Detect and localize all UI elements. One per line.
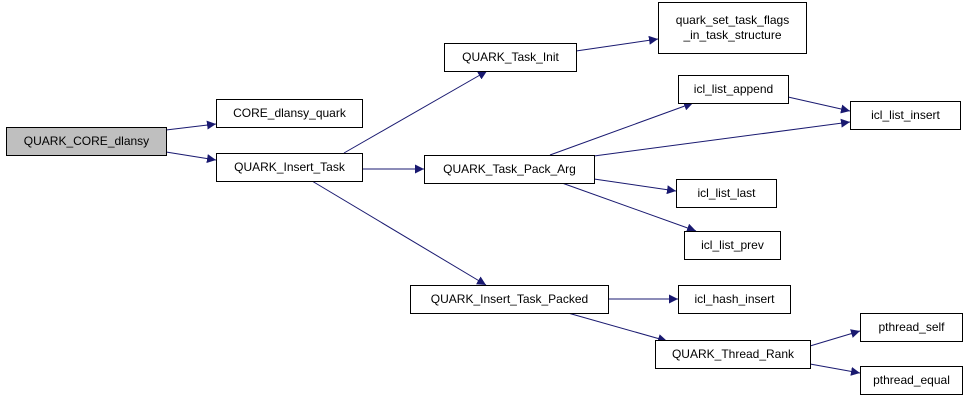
node-label: QUARK_Thread_Rank [672,347,795,361]
node-label: QUARK_Task_Init [462,50,559,64]
node-box [410,285,609,314]
edge-arrow [593,178,677,195]
node-box [216,153,363,182]
edge-quark_thread_rank-to-pthread_equal [809,363,861,376]
node-label: pthread_self [878,320,945,334]
node-core-dlansy-quark[interactable]: CORE_dlansy_quark [216,99,363,128]
edge-arrow [809,363,861,376]
edge-arrow [311,180,487,286]
node-box [6,127,167,156]
node-box [860,366,963,395]
edge-arrow [575,35,659,52]
node-box [676,179,777,208]
edge-arrow [165,120,217,131]
node-label: quark_set_task_flags [676,13,789,27]
node-icl-list-insert[interactable]: icl_list_insert [850,101,961,130]
node-quark-insert-task[interactable]: QUARK_Insert_Task [216,153,363,182]
edge-arrow [165,151,217,164]
node-label: _in_task_structure [682,28,781,42]
node-label: icl_list_append [694,82,773,96]
node-quark-task-pack-arg[interactable]: QUARK_Task_Pack_Arg [424,155,595,184]
node-box [658,2,807,54]
node-pthread-self[interactable]: pthread_self [860,313,963,342]
node-box [850,101,961,130]
edge-arrow [567,312,668,343]
node-label: icl_hash_insert [694,292,775,306]
edge-quark_task_pack_arg-to-icl_list_last [593,178,677,195]
edge-quark_task_init-to-quark_set_task_flags [575,35,659,52]
edge-arrow [809,329,861,347]
node-box [655,340,811,369]
edge-layer [165,35,861,376]
edge-icl_list_append-to-icl_list_insert [787,96,851,114]
edge-root-to-core_dlansy_quark [165,120,217,131]
node-label: QUARK_Task_Pack_Arg [443,162,576,176]
node-box [860,313,963,342]
edge-quark_thread_rank-to-pthread_self [809,329,861,347]
node-box [216,99,363,128]
edge-quark_task_pack_arg-to-icl_list_insert [593,118,851,157]
node-box [444,43,577,72]
node-root[interactable]: QUARK_CORE_dlansy [6,127,167,156]
edge-root-to-quark_insert_task [165,151,217,164]
edge-arrow [561,182,697,233]
node-quark-insert-task-packed[interactable]: QUARK_Insert_Task_Packed [410,285,609,314]
node-label: pthread_equal [873,373,950,387]
edge-quark_insert_task_packed-to-quark_thread_rank [567,312,668,343]
edge-arrow [549,101,694,156]
edge-quark_insert_task-to-quark_task_init [343,70,488,154]
node-box [678,75,789,104]
node-pthread-equal[interactable]: pthread_equal [860,366,963,395]
node-label: icl_list_last [697,186,756,200]
node-box [678,285,791,314]
edge-arrow [593,118,851,157]
node-label: icl_list_prev [701,238,764,252]
node-quark-set-task-flags[interactable]: quark_set_task_flags_in_task_structure [658,2,807,54]
node-quark-task-init[interactable]: QUARK_Task_Init [444,43,577,72]
edge-quark_task_pack_arg-to-icl_list_prev [561,182,697,233]
node-label: icl_list_insert [871,108,940,122]
node-box [424,155,595,184]
node-box [684,231,781,260]
node-quark-thread-rank[interactable]: QUARK_Thread_Rank [655,340,811,369]
node-icl-list-last[interactable]: icl_list_last [676,179,777,208]
edge-quark_task_pack_arg-to-icl_list_append [549,101,694,156]
node-layer: QUARK_CORE_dlansyCORE_dlansy_quarkQUARK_… [6,2,963,395]
node-label: CORE_dlansy_quark [233,106,347,120]
node-label: QUARK_Insert_Task [234,160,346,174]
node-label: QUARK_Insert_Task_Packed [431,292,588,306]
edge-arrow [787,96,851,114]
node-icl-hash-insert[interactable]: icl_hash_insert [678,285,791,314]
node-label: QUARK_CORE_dlansy [24,134,149,148]
edge-quark_insert_task-to-quark_insert_task_packed [311,180,487,286]
node-icl-list-prev[interactable]: icl_list_prev [684,231,781,260]
edge-arrow [343,70,488,154]
node-icl-list-append[interactable]: icl_list_append [678,75,789,104]
